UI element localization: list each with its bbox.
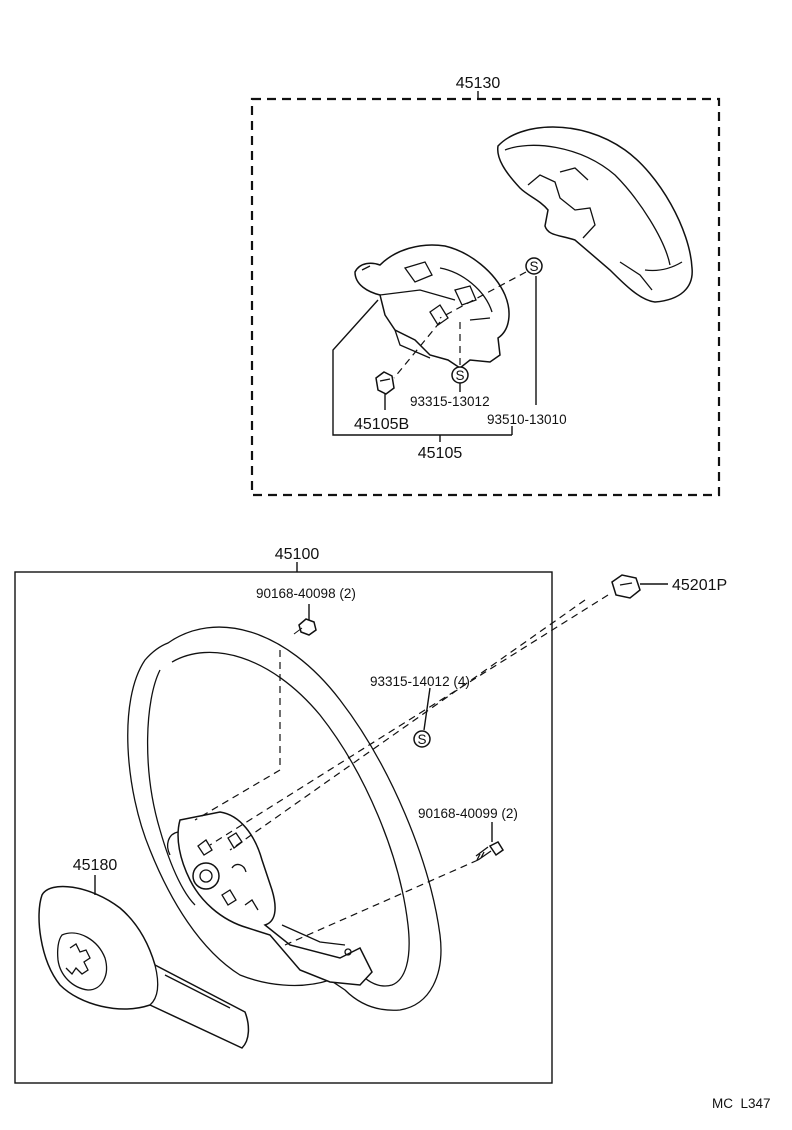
label-90168-40099: 90168-40099 (2)	[418, 806, 518, 821]
lower-assembly: 45100	[14, 546, 727, 1084]
label-45180: 45180	[73, 857, 118, 874]
steering-wheel	[127, 626, 442, 1011]
svg-text:S: S	[455, 368, 464, 383]
label-93315-14012: 93315-14012 (4)	[370, 674, 470, 689]
screw-symbol-lower: S	[451, 366, 469, 384]
label-45201P: 45201P	[672, 577, 727, 594]
label-45100: 45100	[275, 546, 320, 563]
bolt-upper	[293, 618, 317, 636]
nut-45201P	[611, 574, 641, 599]
svg-text:S: S	[417, 732, 426, 747]
lower-assembly-border	[14, 571, 553, 1084]
pad-cover	[497, 126, 693, 303]
label-45130: 45130	[456, 75, 501, 92]
label-90168-40098: 90168-40098 (2)	[256, 586, 356, 601]
label-45105: 45105	[418, 445, 463, 462]
upper-assembly-border	[250, 97, 721, 497]
label-93510-13010: 93510-13010	[487, 412, 567, 427]
bolt-lower	[475, 841, 505, 861]
horn-button-assy	[354, 244, 510, 369]
bracket-45105B	[375, 371, 395, 395]
diagram-code: MC L347	[712, 1096, 771, 1111]
screw-symbol-wheel: S	[413, 730, 431, 748]
lower-cover-45180	[38, 885, 250, 1049]
screw-symbol-upper: S	[525, 257, 543, 275]
svg-text:S: S	[529, 259, 538, 274]
upper-assembly: 45130 S	[250, 75, 721, 497]
label-45105B: 45105B	[354, 416, 409, 433]
label-93315-13012: 93315-13012	[410, 394, 490, 409]
